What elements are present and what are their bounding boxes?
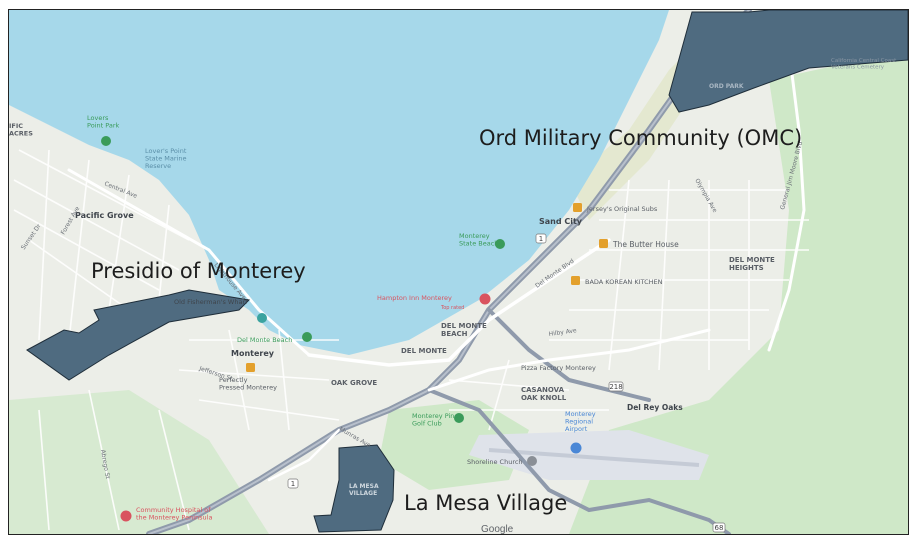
highway-218 — [487, 308, 651, 402]
map-canvas[interactable]: 1 1 218 68 Pacific Grove Sand City DEL M… — [9, 10, 908, 534]
shield-hwy68: 68 — [712, 522, 726, 533]
shield-hwy1-b: 1 — [287, 478, 299, 489]
poi-pizza-factory: Pizza Factory Monterey — [521, 364, 596, 372]
park-pin-icon — [495, 239, 505, 249]
region-overlays — [26, 10, 908, 533]
major-roads — [67, 10, 806, 534]
monterey-bay-water — [9, 10, 669, 355]
label-monterey: Monterey — [231, 349, 275, 358]
overlay-labels: Ord Military Community (OMC) Presidio of… — [91, 126, 802, 515]
park-pin-icon — [101, 136, 111, 146]
label-ord-park: ORD PARK — [709, 83, 744, 90]
restaurant-icon — [599, 239, 608, 248]
svg-text:218: 218 — [609, 383, 622, 391]
svg-text:Shoreline Church: Shoreline Church — [467, 458, 523, 466]
poi-shoreline[interactable]: Shoreline Church — [467, 456, 537, 466]
label-la-mesa-village: La Mesa Village — [404, 491, 567, 515]
label-sand-city: Sand City — [539, 217, 583, 226]
highway-shields: 1 1 218 68 — [287, 233, 726, 533]
svg-text:1: 1 — [539, 235, 543, 243]
label-pacific-grove: Pacific Grove — [75, 211, 134, 220]
google-attribution: Google — [481, 524, 514, 534]
svg-text:68: 68 — [715, 524, 724, 532]
poi-jerseys[interactable]: Jersey's Original Subs — [573, 203, 658, 213]
attraction-pin-icon — [257, 313, 267, 323]
label-oak-grove: OAK GROVE — [331, 379, 377, 387]
svg-text:Old Fisherman's Wharf: Old Fisherman's Wharf — [174, 298, 248, 306]
label-del-monte: DEL MONTE — [401, 347, 447, 355]
poi-hampton[interactable]: Hampton Inn Monterey Top rated — [377, 293, 491, 312]
presidio-region — [26, 289, 251, 381]
restaurant-icon — [571, 276, 580, 285]
poi-bada[interactable]: BADA KOREAN KITCHEN — [571, 276, 663, 286]
hospital-pin-icon — [120, 510, 132, 522]
svg-text:The Butter House: The Butter House — [612, 240, 679, 249]
highway-68 — [427, 388, 731, 534]
shield-hwy218: 218 — [608, 381, 624, 392]
fremont-blvd — [427, 328, 711, 392]
golf-pin-icon — [454, 413, 464, 423]
poi-butter-house[interactable]: The Butter House — [599, 239, 679, 249]
munras-ave — [267, 428, 341, 482]
label-omc: Ord Military Community (OMC) — [479, 126, 802, 150]
svg-text:1: 1 — [291, 480, 295, 488]
svg-text:Jersey's Original Subs: Jersey's Original Subs — [586, 205, 658, 213]
del-monte-blvd — [307, 238, 611, 367]
svg-text:Del Monte Beach: Del Monte Beach — [237, 336, 292, 344]
shield-hwy1-a: 1 — [535, 233, 547, 244]
poi-fishermans-wharf[interactable]: Old Fisherman's Wharf — [174, 298, 267, 323]
southwest-hills — [9, 390, 269, 534]
lamesa-region — [313, 444, 395, 533]
svg-text:BADA KOREAN KITCHEN: BADA KOREAN KITCHEN — [585, 278, 663, 286]
street-grid — [13, 149, 809, 531]
label-del-rey-oaks: Del Rey Oaks — [627, 403, 683, 412]
label-presidio: Presidio of Monterey — [91, 259, 306, 283]
park-pin-icon — [302, 332, 312, 342]
lighthouse-ave — [67, 168, 311, 357]
church-pin-icon — [527, 456, 537, 466]
omc-region — [668, 10, 908, 113]
restaurant-icon — [573, 203, 582, 212]
general-jim-moore — [767, 48, 806, 352]
highway-1-inner — [148, 10, 750, 534]
airport-pin-icon — [570, 442, 582, 454]
svg-text:Top rated: Top rated — [440, 305, 464, 311]
hotel-pin-icon — [479, 293, 491, 305]
svg-text:Hampton Inn Monterey: Hampton Inn Monterey — [377, 294, 452, 302]
map-frame: 1 1 218 68 Pacific Grove Sand City DEL M… — [8, 9, 909, 535]
poi-del-monte-beach[interactable]: Del Monte Beach — [237, 332, 312, 344]
restaurant-icon — [246, 363, 255, 372]
street-hilby: Hilby Ave — [548, 327, 577, 338]
fort-ord-parkland — [569, 50, 908, 534]
